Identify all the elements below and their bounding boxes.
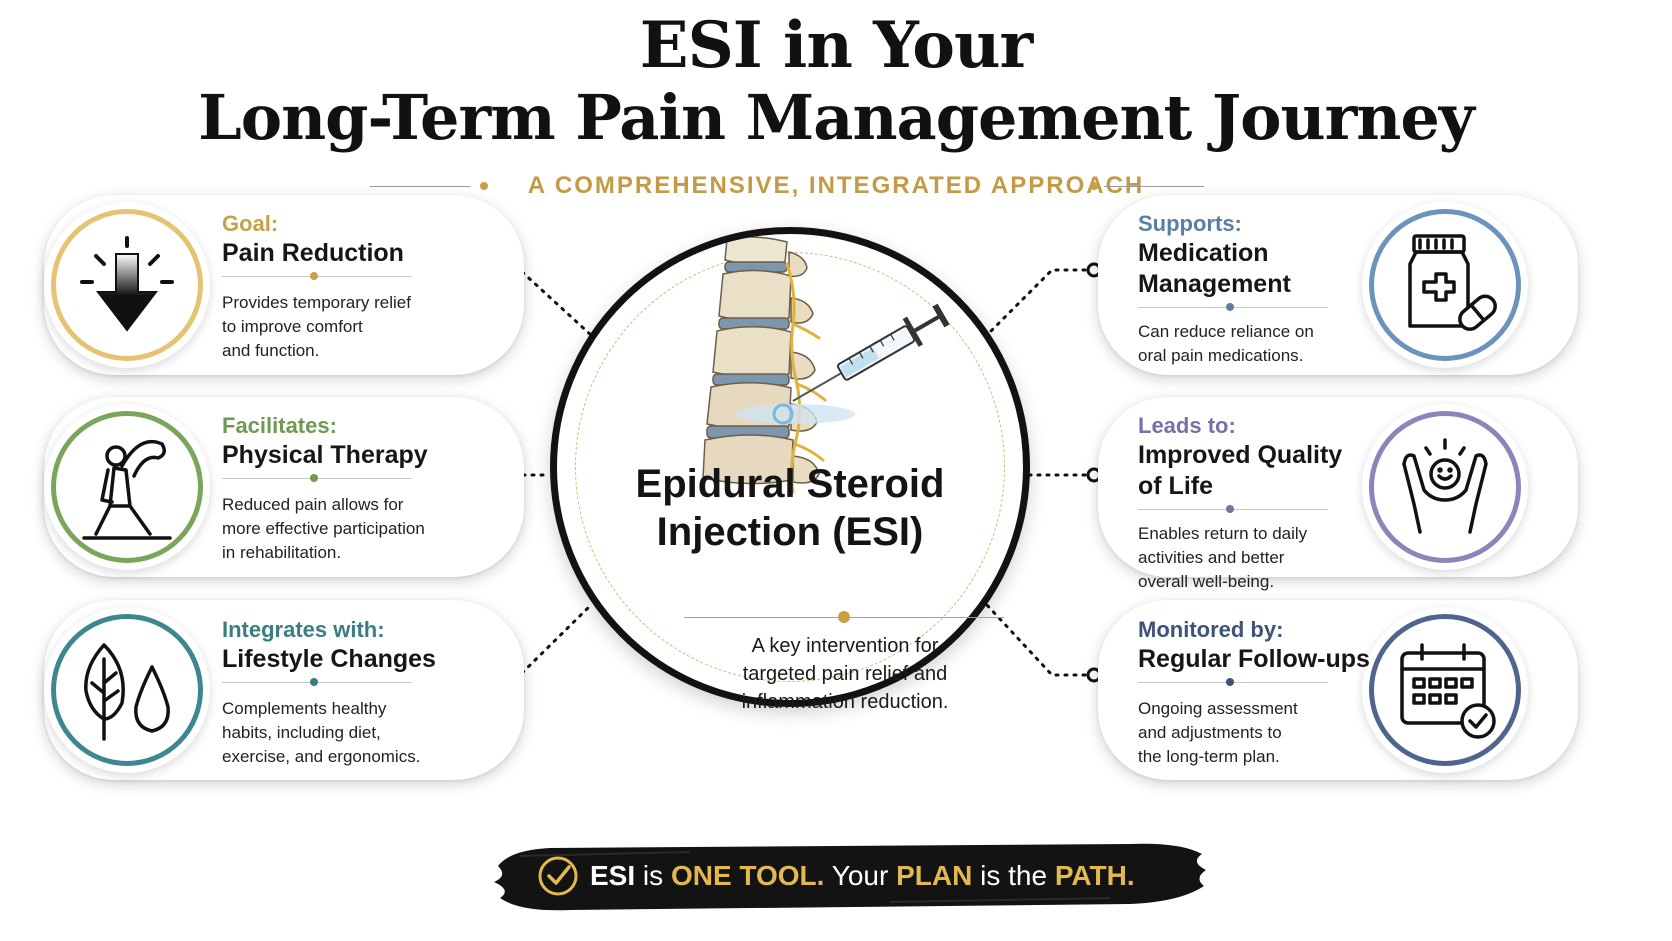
panel-text-quality-of-life: Leads to: Improved Quality of Life Enabl…: [1138, 412, 1388, 594]
medication-kicker: Supports:: [1138, 211, 1242, 236]
icon-circle-medication: [1362, 202, 1528, 368]
quality-of-life-separator: [1138, 502, 1328, 516]
physical-therapy-separator: [222, 471, 412, 485]
follow-ups-separator: [1138, 675, 1328, 689]
lifestyle-desc-line-1: Complements healthy: [222, 699, 387, 718]
leaf-and-drop-icon: [84, 643, 170, 741]
banner-one-tool: ONE TOOL.: [670, 860, 825, 891]
check-circle-icon: [538, 856, 578, 896]
icon-circle-follow-ups: [1362, 607, 1528, 773]
icon-circle-quality-of-life: [1362, 404, 1528, 570]
happy-person-icon: [1402, 438, 1488, 534]
center-separator: [684, 610, 1004, 624]
pain-reduction-separator: [222, 269, 412, 283]
follow-ups-kicker: Monitored by:: [1138, 617, 1284, 642]
center-description: A key intervention for targeted pain rel…: [700, 632, 990, 716]
pain-reduction-description: Provides temporary relief to improve com…: [222, 291, 472, 363]
follow-ups-heading: Regular Follow-ups: [1138, 645, 1370, 673]
pain-reduction-heading: Pain Reduction: [222, 239, 404, 267]
center-description-line-3: inflammation reduction.: [741, 691, 949, 713]
center-title-line-1: Epidural Steroid: [635, 462, 945, 506]
subtitle-rule-right: [1104, 186, 1204, 187]
medication-description: Can reduce reliance on oral pain medicat…: [1138, 320, 1388, 368]
pain-reduction-desc-line-1: Provides temporary relief: [222, 293, 411, 312]
banner-your: Your: [831, 860, 889, 891]
title-line-2: Long-Term Pain Management Journey: [198, 81, 1475, 154]
physical-therapy-description: Reduced pain allows for more effective p…: [222, 493, 472, 565]
calendar-check-icon: [1400, 643, 1496, 739]
lifestyle-separator: [222, 675, 412, 689]
physical-therapy-desc-line-3: in rehabilitation.: [222, 543, 342, 562]
quality-of-life-description: Enables return to daily activities and b…: [1138, 522, 1388, 594]
quality-of-life-desc-line-1: Enables return to daily: [1138, 524, 1308, 543]
lifestyle-desc-line-3: exercise, and ergonomics.: [222, 747, 421, 766]
panel-text-physical-therapy: Facilitates: Physical Therapy Reduced pa…: [222, 412, 472, 565]
lifestyle-kicker: Integrates with:: [222, 617, 385, 642]
icon-circle-physical-therapy: [44, 404, 210, 570]
follow-ups-desc-line-2: and adjustments to: [1138, 723, 1282, 742]
brush-stroke-background: [494, 843, 1206, 911]
physical-therapy-desc-line-1: Reduced pain allows for: [222, 495, 404, 514]
physical-therapy-kicker: Facilitates:: [222, 413, 337, 438]
pain-reduction-desc-line-2: to improve comfort: [222, 317, 363, 336]
banner-esi: ESI: [590, 860, 636, 891]
icon-circle-pain-reduction: [44, 202, 210, 368]
banner-path: PATH.: [1054, 860, 1135, 891]
panel-text-medication: Supports: Medication Management Can redu…: [1138, 210, 1388, 368]
follow-ups-desc-line-3: the long-term plan.: [1138, 747, 1280, 766]
physical-therapy-heading: Physical Therapy: [222, 441, 428, 469]
subtitle-rule-left: [370, 186, 470, 187]
follow-ups-desc-line-1: Ongoing assessment: [1138, 699, 1298, 718]
subtitle-dot-left: [480, 182, 488, 190]
follow-ups-description: Ongoing assessment and adjustments to th…: [1138, 697, 1388, 769]
quality-of-life-desc-line-2: activities and better: [1138, 548, 1285, 567]
quality-of-life-desc-line-3: overall well-being.: [1138, 572, 1275, 591]
subtitle: A COMPREHENSIVE, INTEGRATED APPROACH: [527, 172, 1145, 199]
icon-circle-lifestyle-changes: [44, 607, 210, 773]
spine-injection-illustration: [702, 236, 950, 494]
medication-heading-line-1: Medication: [1138, 239, 1269, 267]
lifestyle-heading: Lifestyle Changes: [222, 645, 436, 673]
pain-reduction-kicker: Goal:: [222, 211, 279, 236]
medication-heading-line-2: Management: [1138, 270, 1291, 298]
banner-is-the: is the: [980, 860, 1048, 891]
bottom-banner: ESI is ONE TOOL. Your PLAN is the PATH.: [490, 836, 1210, 916]
center-description-line-2: targeted pain relief and: [742, 663, 948, 685]
center-description-line-1: A key intervention for: [751, 635, 939, 657]
title-line-1: ESI in Your: [639, 8, 1033, 83]
panel-text-lifestyle-changes: Integrates with: Lifestyle Changes Compl…: [222, 616, 472, 769]
banner-is: is: [642, 860, 664, 891]
panel-text-pain-reduction: Goal: Pain Reduction Provides temporary …: [222, 210, 472, 363]
medication-separator: [1138, 300, 1328, 314]
medication-desc-line-1: Can reduce reliance on: [1138, 322, 1314, 341]
medication-desc-line-2: oral pain medications.: [1138, 346, 1304, 365]
center-title-line-2: Injection (ESI): [656, 510, 924, 554]
center-circle: [550, 227, 1030, 707]
lifestyle-description: Complements healthy habits, including di…: [222, 697, 472, 769]
banner-slogan: ESI is ONE TOOL. Your PLAN is the PATH.: [590, 856, 1150, 896]
pill-bottle-icon: [1408, 234, 1497, 331]
pain-reduction-desc-line-3: and function.: [222, 341, 320, 360]
subtitle-row: A COMPREHENSIVE, INTEGRATED APPROACH: [0, 168, 1672, 204]
quality-of-life-heading-line-2: of Life: [1138, 472, 1213, 500]
down-arrow-relief-icon: [80, 236, 174, 332]
physical-therapy-desc-line-2: more effective participation: [222, 519, 425, 538]
banner-plan: PLAN: [896, 860, 973, 891]
center-title: Epidural Steroid Injection (ESI): [557, 460, 1023, 556]
stretching-person-icon: [82, 439, 172, 540]
subtitle-dot-right: [1090, 182, 1098, 190]
quality-of-life-kicker: Leads to:: [1138, 413, 1236, 438]
panel-text-follow-ups: Monitored by: Regular Follow-ups Ongoing…: [1138, 616, 1388, 769]
lifestyle-desc-line-2: habits, including diet,: [222, 723, 381, 742]
quality-of-life-heading-line-1: Improved Quality: [1138, 441, 1343, 469]
